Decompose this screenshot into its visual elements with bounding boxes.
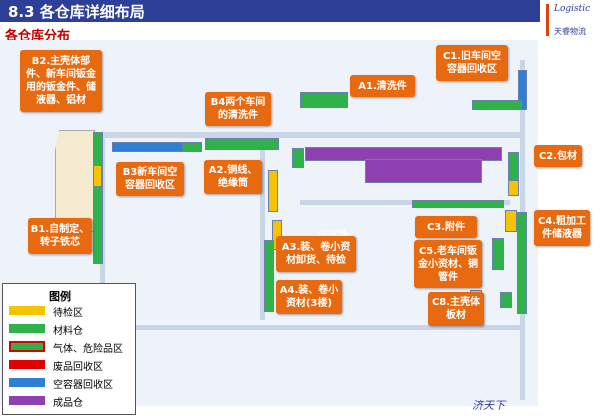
zone-finished-goods <box>365 159 482 183</box>
legend-item: 空容器回收区 <box>9 376 135 391</box>
legend-label: 待检区 <box>53 308 83 319</box>
zone-b2-storage <box>93 132 103 264</box>
callout-b1: B1.自制定、转子铁芯 <box>28 218 92 254</box>
road <box>300 200 510 205</box>
zone-c1-storage <box>472 100 522 110</box>
zone-a1-clean-parts <box>300 92 348 108</box>
zone-b3-container-return <box>112 142 184 152</box>
zone-a4-storage <box>264 240 274 312</box>
zone-a2-inspection <box>268 170 278 212</box>
legend-item: 材料仓 <box>9 322 135 337</box>
zone-c2-storage <box>508 152 519 180</box>
legend-swatch <box>9 306 45 315</box>
company-logo: Logistic 天睿物流 <box>540 0 600 40</box>
zone-c3-storage <box>412 200 504 208</box>
callout-b2: B2.主壳体部件、新车间钣金用的钣金件、储液器、铝材 <box>20 50 102 112</box>
legend-swatch <box>9 396 45 405</box>
legend-item: 气体、危险品区 <box>9 340 135 355</box>
logo-top-text: Logistic <box>554 4 591 14</box>
zone-b2-inspection <box>93 165 102 187</box>
road <box>260 140 265 320</box>
zone-storage <box>292 148 304 168</box>
logo-bottom-text: 天睿物流 <box>554 27 586 36</box>
legend-swatch <box>9 324 45 333</box>
zone-b4-storage <box>205 138 279 150</box>
legend-item: 废品回收区 <box>9 358 135 373</box>
header-bar: 8.3 各仓库详细布局 <box>0 0 600 22</box>
zone-c3-inspection <box>505 210 517 232</box>
callout-c5: C5.老车间钣金小资材、铜管件 <box>414 240 482 288</box>
legend-item: 待检区 <box>9 304 135 319</box>
legend-swatch <box>9 378 45 387</box>
zone-c4-storage <box>517 212 527 314</box>
road <box>105 325 525 330</box>
road <box>100 132 105 402</box>
callout-a4: A4.装、卷小资材(3楼) <box>276 280 342 314</box>
callout-a3: A3.装、卷小资材卸货、待检 <box>276 236 356 272</box>
legend-label: 材料仓 <box>53 326 83 337</box>
callout-a2: A2.铜线、绝缘筒 <box>204 160 262 194</box>
footer-brand: 济天下 <box>472 399 505 412</box>
legend-title: 图例 <box>49 290 71 303</box>
legend-swatch <box>9 360 45 369</box>
callout-c8: C8.主壳体板材 <box>428 292 484 326</box>
legend-label: 成品仓 <box>53 398 83 409</box>
road <box>100 132 525 138</box>
dispatch-yard-label: 出货场 <box>318 226 348 241</box>
legend-label: 气体、危险品区 <box>53 344 123 355</box>
callout-a1: A1.清洗件 <box>350 75 415 97</box>
page-title: 8.3 各仓库详细布局 <box>8 3 145 21</box>
office-building <box>55 130 95 232</box>
callout-c1: C1.旧车间空容器回收区 <box>436 45 508 81</box>
legend-label: 空容器回收区 <box>53 380 113 391</box>
zone-b3-storage <box>182 142 202 152</box>
zone-c2-inspection <box>508 180 519 196</box>
callout-c4: C4.粗加工件储液器 <box>534 210 590 246</box>
legend-swatch <box>9 341 45 352</box>
callout-c2: C2.包材 <box>534 145 582 167</box>
callout-c3: C3.附件 <box>415 216 477 238</box>
legend-item: 成品仓 <box>9 394 135 409</box>
zone-c5-storage <box>492 238 504 270</box>
zone-c8-storage <box>500 292 512 308</box>
callout-b3: B3新车间空容器回收区 <box>116 162 184 196</box>
legend-label: 废品回收区 <box>53 362 103 373</box>
callout-b4: B4两个车间的清洗件 <box>205 92 271 126</box>
legend: 图例 待检区 材料仓 气体、危险品区 废品回收区 空容器回收区 成品仓 <box>2 283 136 415</box>
zone-c1-container-return <box>518 70 527 110</box>
logo-accent <box>546 4 549 36</box>
